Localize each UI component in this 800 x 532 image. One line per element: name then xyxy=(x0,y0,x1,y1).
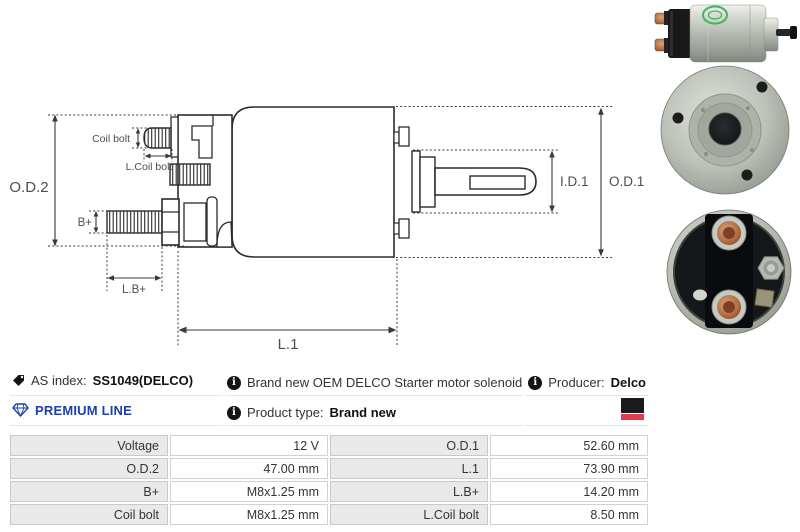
as-index-label: AS index: xyxy=(31,373,87,388)
diamond-icon xyxy=(12,403,29,418)
spec-value: 8.50 mm xyxy=(490,504,648,525)
mount-hole xyxy=(756,81,768,93)
dimension-arrowheads xyxy=(52,107,604,334)
green-stamp xyxy=(702,5,728,25)
dimension-lines xyxy=(54,111,602,331)
info-icon xyxy=(226,375,241,390)
spec-label: Voltage xyxy=(10,435,168,456)
dim-label-coil-bolt: Coil bolt xyxy=(92,133,130,145)
dim-label-od2: O.D.2 xyxy=(9,179,48,196)
spec-label: Coil bolt xyxy=(10,504,168,525)
premium-line-badge: PREMIUM LINE xyxy=(35,402,133,418)
spec-value: 52.60 mm xyxy=(490,435,648,456)
dim-label-l-coil-bolt: L.Coil bolt xyxy=(126,161,173,173)
dim-label-b-plus: B+ xyxy=(78,217,93,229)
spec-label: L.B+ xyxy=(330,481,488,502)
product-photo-side-view xyxy=(654,4,797,63)
solenoid-body xyxy=(689,4,767,63)
spec-row: Voltage 12 V O.D.1 52.60 mm xyxy=(10,435,648,456)
hex-nut xyxy=(757,256,785,280)
dim-label-od1: O.D.1 xyxy=(609,174,644,189)
spec-value: M8x1.25 mm xyxy=(170,481,328,502)
spec-value: 47.00 mm xyxy=(170,458,328,479)
product-photo-rear-view xyxy=(660,65,790,195)
spec-value: 14.20 mm xyxy=(490,481,648,502)
spec-label: B+ xyxy=(10,481,168,502)
spec-label: L.1 xyxy=(330,458,488,479)
copper-terminal xyxy=(711,215,747,251)
center-hub xyxy=(708,112,742,146)
producer-value: Delco xyxy=(610,375,646,390)
spec-value: 73.90 mm xyxy=(490,458,648,479)
plunger-rod xyxy=(776,29,792,36)
spec-value: M8x1.25 mm xyxy=(170,504,328,525)
dimension-extension-lines xyxy=(48,106,613,346)
info-icon xyxy=(226,405,241,420)
product-type-value: Brand new xyxy=(329,405,397,420)
dim-label-id1: I.D.1 xyxy=(560,174,589,189)
solenoid-outline xyxy=(106,106,537,258)
spec-row: Coil bolt M8x1.25 mm L.Coil bolt 8.50 mm xyxy=(10,504,648,525)
spec-value: 12 V xyxy=(170,435,328,456)
spec-label: O.D.2 xyxy=(10,458,168,479)
info-icon xyxy=(528,375,543,390)
info-bar: AS index: SS1049(DELCO) Brand new OEM DE… xyxy=(8,366,650,428)
brand-logo xyxy=(621,398,644,425)
solder-blob xyxy=(693,289,707,301)
info-row: PREMIUM LINE Product type: Brand new xyxy=(10,398,648,426)
producer-label: Producer: xyxy=(548,375,605,390)
spade-connector xyxy=(754,288,775,308)
product-description: Brand new OEM DELCO Starter motor soleno… xyxy=(246,375,523,390)
spec-table: Voltage 12 V O.D.1 52.60 mm O.D.2 47.00 … xyxy=(8,433,650,527)
spec-row: O.D.2 47.00 mm L.1 73.90 mm xyxy=(10,458,648,479)
solenoid-end-cap xyxy=(668,9,692,58)
spec-label: L.Coil bolt xyxy=(330,504,488,525)
mount-hole xyxy=(672,112,684,124)
product-photo-terminal-view xyxy=(666,209,792,335)
product-type-label: Product type: xyxy=(246,405,324,420)
spec-label: O.D.1 xyxy=(330,435,488,456)
technical-diagram: O.D.2 Coil bolt L.Coil bolt B+ L.B+ L.1 … xyxy=(9,106,644,353)
mount-hole xyxy=(741,169,753,181)
as-index-value: SS1049(DELCO) xyxy=(92,373,194,388)
dim-label-l-b-plus: L.B+ xyxy=(122,284,146,296)
copper-terminal xyxy=(711,289,747,325)
spec-row: B+ M8x1.25 mm L.B+ 14.20 mm xyxy=(10,481,648,502)
info-row: AS index: SS1049(DELCO) Brand new OEM DE… xyxy=(10,368,648,396)
tag-icon xyxy=(13,375,24,386)
dim-label-l1: L.1 xyxy=(278,336,299,353)
